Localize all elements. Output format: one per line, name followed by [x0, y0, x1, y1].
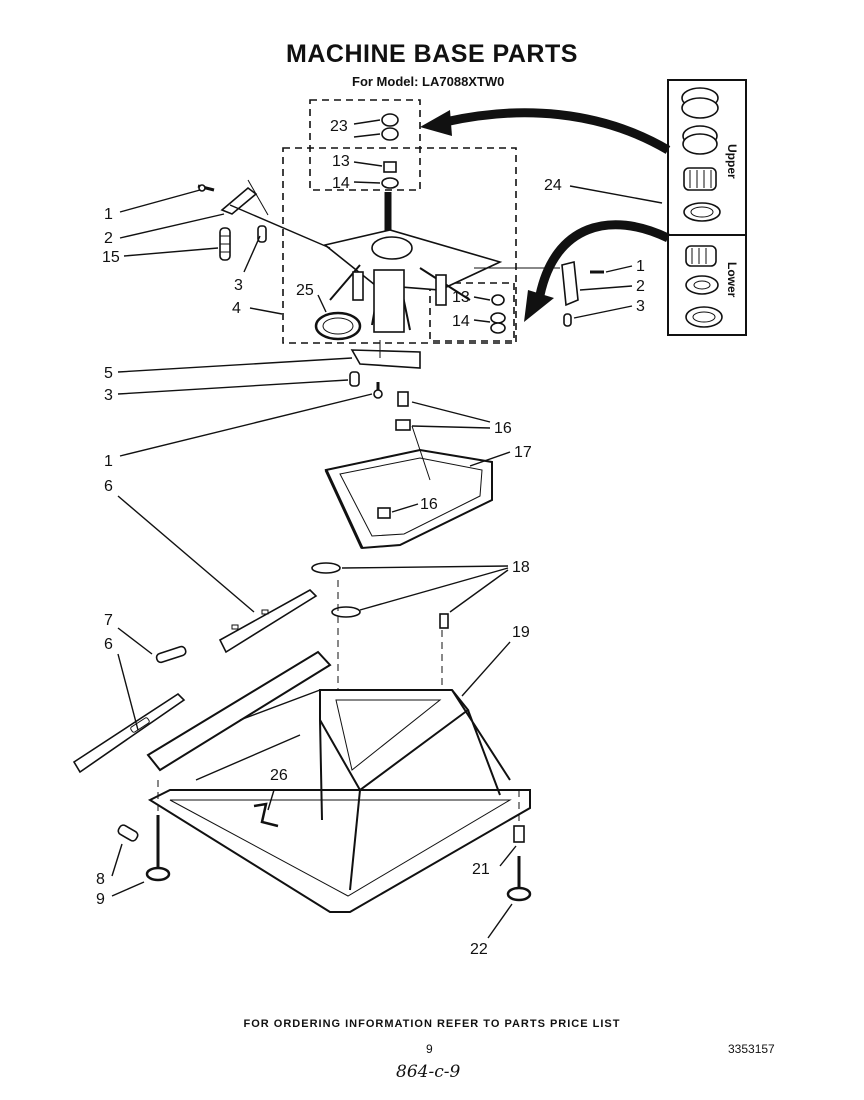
callout-22: 22 — [470, 941, 488, 958]
callout-19: 19 — [512, 624, 530, 641]
callout-21: 21 — [472, 861, 490, 878]
callout-14-upper: 14 — [332, 175, 350, 192]
page-number: 9 — [426, 1042, 433, 1056]
callout-3-upper-left: 3 — [234, 277, 243, 294]
callout-23: 23 — [330, 118, 348, 135]
callout-3-right: 3 — [636, 298, 645, 315]
callout-1-mid: 1 — [104, 453, 113, 470]
transmission-group-box — [282, 147, 517, 344]
bearing-13-14-icon — [381, 161, 399, 189]
transmission-assembly — [323, 192, 560, 333]
lower-bearing-label: Lower — [725, 262, 739, 298]
leg-insert-8-icon — [117, 824, 139, 842]
page-title: MACHINE BASE PARTS — [286, 40, 578, 68]
callout-24: 24 — [544, 177, 562, 194]
spring-7-icon — [155, 645, 187, 664]
leveling-leg-22-icon — [506, 790, 532, 902]
left-upper-bracket-parts — [197, 179, 331, 261]
screw-1-icon — [373, 382, 383, 399]
machine-base-19-icon — [146, 580, 531, 913]
callout-26: 26 — [270, 767, 288, 784]
leg-insert-21-icon — [513, 825, 525, 843]
leader-lines — [111, 119, 663, 939]
pad-18-b-icon — [331, 606, 361, 618]
callout-1-right: 1 — [636, 258, 645, 275]
callout-14-lower: 14 — [452, 313, 470, 330]
callout-17: 17 — [514, 444, 532, 461]
upper-curved-arrow-icon — [420, 108, 671, 154]
clip-16-upper-icon — [397, 391, 409, 407]
callout-2-upper-left: 2 — [104, 230, 113, 247]
lower-bearing-box — [429, 282, 515, 342]
spring-3-icon — [349, 371, 360, 387]
model-subtitle: For Model: LA7088XTW0 — [352, 74, 505, 89]
lower-curved-arrow-icon — [524, 220, 670, 322]
callout-25: 25 — [296, 282, 314, 299]
callout-8: 8 — [96, 871, 105, 888]
seal-ring-icon — [314, 311, 362, 341]
lower-bearing-set-icon — [685, 245, 723, 328]
callout-16-lower: 16 — [420, 496, 438, 513]
callout-6-lower: 6 — [104, 636, 113, 653]
callout-9: 9 — [96, 891, 105, 908]
bracket-5-icon — [350, 340, 421, 369]
callout-6-upper: 6 — [104, 478, 113, 495]
pad-18-c-icon — [439, 613, 449, 629]
rail-6-lower-icon — [72, 692, 186, 774]
clip-16-lower-icon — [377, 507, 391, 519]
callout-13-lower: 13 — [452, 289, 470, 306]
leveling-leg-9-icon — [145, 780, 171, 882]
callout-5: 5 — [104, 365, 113, 382]
callout-13-upper: 13 — [332, 153, 350, 170]
callout-7: 7 — [104, 612, 113, 629]
document-number: 3353157 — [728, 1042, 775, 1056]
callout-18: 18 — [512, 559, 530, 576]
right-upper-bracket-parts — [561, 261, 604, 327]
ordering-info-note: FOR ORDERING INFORMATION REFER TO PARTS … — [243, 1018, 621, 1030]
upper-bearing-set-icon — [681, 87, 721, 222]
clip-16-middle-icon — [395, 419, 411, 431]
callout-3-mid: 3 — [104, 387, 113, 404]
upper-bearing-box — [309, 99, 421, 191]
rail-6-upper-icon — [218, 589, 318, 654]
callout-15: 15 — [102, 249, 120, 266]
pad-18-a-icon — [311, 562, 341, 574]
callout-2-right: 2 — [636, 278, 645, 295]
callout-16-upper: 16 — [494, 420, 512, 437]
bearing-23-icon — [381, 113, 399, 141]
upper-bearing-label: Upper — [725, 144, 739, 179]
tub-support-17-icon — [324, 448, 493, 550]
callout-4: 4 — [232, 300, 241, 317]
clip-26-icon — [253, 802, 279, 828]
bearing-kit-panel: Upper Lower — [667, 79, 747, 336]
bearing-13-14-lower-icon — [490, 294, 506, 334]
handwritten-note: 864-c-9 — [396, 1062, 461, 1082]
callout-1-upper-left: 1 — [104, 206, 113, 223]
